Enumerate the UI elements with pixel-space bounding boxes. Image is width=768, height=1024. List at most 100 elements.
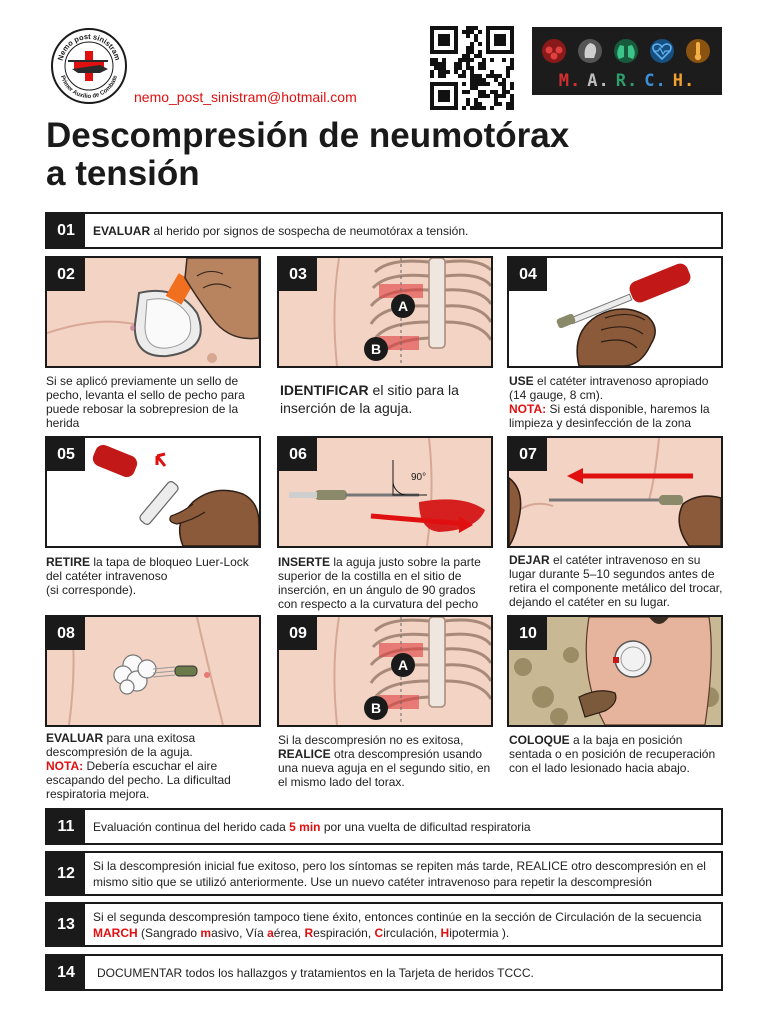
step-text: Si la descompresión inicial fue exitoso,… [93, 858, 706, 889]
step-11: 11 Evaluación continua del herido cada 5… [45, 808, 723, 845]
page-title: Descompresión de neumotórax a tensión [46, 117, 569, 193]
panel-10: 10 [507, 615, 723, 727]
caption-action: COLOQUE [509, 733, 570, 747]
panel-04: 04 [507, 256, 723, 368]
caption-text: a la baja en posición sentada o en posic… [509, 733, 716, 775]
march-letter-a: A. [587, 71, 610, 91]
caption-text: el catéter intravenoso en su lugar duran… [509, 553, 723, 609]
text-part: irculación, [383, 925, 441, 940]
panel-05: 05 [45, 436, 261, 548]
march-acronym: M.A.R.C.H. [532, 71, 722, 91]
text-part: ipotermia ). [449, 925, 510, 940]
panel-07: 07 [507, 436, 723, 548]
march-letter-h: H. [672, 71, 696, 91]
march-letter-r: R. [615, 71, 639, 91]
march-letter: m [200, 925, 212, 940]
panel-number: 07 [509, 438, 547, 471]
panel-03-caption: IDENTIFICAR el sitio para la inserción d… [280, 381, 498, 417]
panel-03: 03 A B [277, 256, 493, 368]
panel-number: 03 [279, 258, 317, 291]
airway-head-icon [578, 39, 602, 63]
panel-number: 02 [47, 258, 85, 291]
caption-pre: Si la descompresión no es exitosa, [278, 733, 464, 747]
site-label-b: B [371, 341, 381, 357]
step-text-post: por una vuelta de dificultad respiratori… [320, 819, 531, 834]
panel-08: 08 [45, 615, 261, 727]
title-line-1: Descompresión de neumotórax [46, 116, 570, 155]
panel-05-caption: RETIRE la tapa de bloqueo Luer-Lock del … [46, 555, 264, 597]
thermometer-icon [686, 39, 710, 63]
march-letter-c: C. [644, 71, 667, 91]
unit-logo: Nemo post sinistram Primer Auxilio de Co… [50, 27, 128, 105]
march-letter: H [440, 925, 450, 940]
text-part: espiración, [313, 925, 375, 940]
step-number: 13 [47, 904, 85, 945]
arrow-head-icon [459, 516, 473, 533]
panel-09-caption: Si la descompresión no es exitosa, REALI… [278, 733, 496, 789]
step-text-pre: Evaluación continua del herido cada [93, 819, 290, 834]
note-text: Debería escuchar el aire escapando del p… [46, 759, 231, 801]
site-label-b: B [371, 700, 381, 716]
step-text: Evaluación continua del herido cada 5 mi… [93, 810, 713, 843]
panel-07-caption: DEJAR el catéter intravenoso en su lugar… [509, 553, 727, 609]
march-link: MARCH [93, 925, 138, 940]
panel-06: 06 90° [277, 436, 493, 548]
site-label-a: A [398, 657, 408, 673]
caption-action: REALICE [278, 747, 331, 761]
step-number: 11 [47, 810, 85, 843]
panel-number: 10 [509, 617, 547, 650]
contact-email[interactable]: nemo_post_sinistram@hotmail.com [134, 89, 357, 105]
caption-text: el sitio para la inserción de la aguja. [280, 382, 459, 416]
caption-text: la aguja justo sobre la parte superior d… [278, 555, 481, 611]
caption-text: para una exitosa descompresión de la agu… [46, 731, 196, 759]
title-line-2: a tensión [46, 154, 200, 193]
step-number: 12 [47, 853, 85, 894]
panel-04-caption: USE el catéter intravenoso apropiado (14… [509, 374, 727, 430]
caption-action: INSERTE [278, 555, 331, 569]
march-letter-m: M. [558, 71, 582, 91]
step-text: Si el segunda descompresión tampoco tien… [93, 904, 713, 945]
caption-text: el catéter intravenoso apropiado (14 gau… [509, 374, 709, 402]
caption-text: otra descompresión usando una nueva aguj… [278, 747, 491, 789]
panel-02: 02 [45, 256, 261, 368]
step-action: EVALUAR [93, 223, 151, 238]
panel-number: 09 [279, 617, 317, 650]
trocar-removal-illustration [509, 438, 721, 546]
step-text-pre: Si el segunda descompresión tampoco tien… [93, 909, 702, 924]
step-number: 14 [47, 956, 85, 989]
panel-06-caption: INSERTE la aguja justo sobre la parte su… [278, 555, 496, 611]
step-12: 12 Si la descompresión inicial fue exito… [45, 851, 723, 896]
step-13: 13 Si el segunda descompresión tampoco t… [45, 902, 723, 947]
panel-10-caption: COLOQUE a la baja en posición sentada o … [509, 733, 727, 775]
iv-catheter-icon [556, 263, 691, 329]
lungs-icon [614, 39, 638, 63]
march-banner: M.A.R.C.H. [532, 27, 722, 95]
caption-action: IDENTIFICAR [280, 382, 369, 398]
angle-label: 90° [411, 472, 426, 483]
panel-number: 05 [47, 438, 85, 471]
march-letter: R [304, 925, 314, 940]
caption-text-2: (si corresponde). [46, 583, 137, 597]
panel-02-caption: Si se aplicó previamente un sello de pec… [46, 374, 245, 430]
text-part: asivo, Vía [211, 925, 268, 940]
caption-action: USE [509, 374, 534, 388]
panel-number: 08 [47, 617, 85, 650]
march-letter: C [374, 925, 384, 940]
step-number: 01 [47, 214, 85, 247]
step-01: 01 EVALUAR al herido por signos de sospe… [45, 212, 723, 249]
caption-action: RETIRE [46, 555, 91, 569]
note-text: Si está disponible, haremos la limpieza … [509, 402, 710, 430]
air-cloud-icon [113, 654, 157, 695]
qr-code[interactable] [430, 26, 514, 110]
heart-pulse-icon [650, 39, 674, 63]
arrow-head-icon [567, 468, 583, 484]
step-description: al herido por signos de sospecha de neum… [150, 223, 469, 238]
step-text: DOCUMENTAR todos los hallazgos y tratami… [97, 965, 534, 980]
march-letter: a [267, 925, 274, 940]
interval-highlight: 5 min [289, 819, 321, 834]
arrow-right-icon [370, 513, 468, 527]
caption-action: EVALUAR [46, 731, 104, 745]
site-label-a: A [398, 298, 408, 314]
blood-drops-icon [542, 39, 566, 63]
panel-number: 04 [509, 258, 547, 291]
